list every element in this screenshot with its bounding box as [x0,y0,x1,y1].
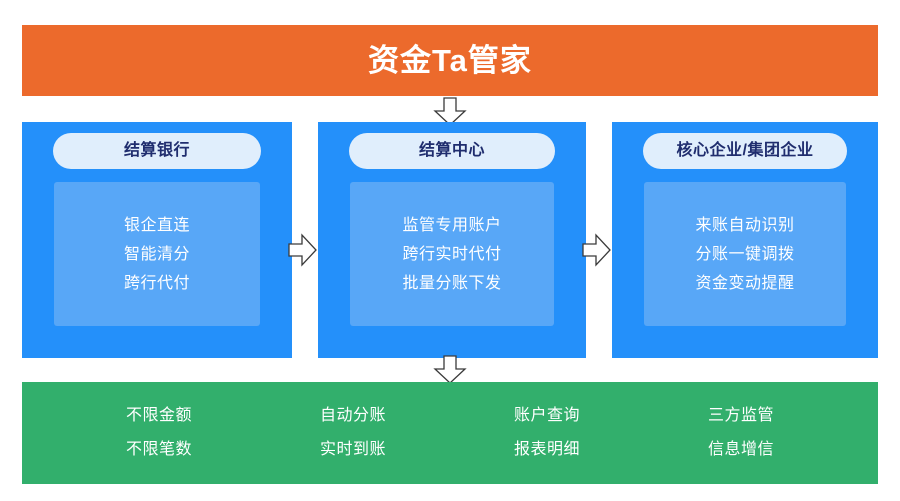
footer-item: 不限金额 [125,407,192,424]
pillar-body: 来账自动识别 分账一键调拨 资金变动提醒 [644,182,846,326]
pillar-settlement-bank: 结算银行 银企直连 智能清分 跨行代付 [22,122,292,358]
pillar-body: 银企直连 智能清分 跨行代付 [54,182,260,326]
title-bar: 资金Ta管家 [22,25,878,96]
pillar-core-enterprise: 核心企业/集团企业 来账自动识别 分账一键调拨 资金变动提醒 [612,122,878,358]
footer-item: 自动分账 [319,407,386,424]
footer-item: 不限笔数 [125,441,192,458]
footer-item: 报表明细 [513,441,580,458]
footer-column: 三方监管 信息增信 [644,399,838,467]
footer-column: 自动分账 实时到账 [256,399,450,467]
page-title: 资金Ta管家 [368,43,532,78]
footer-item: 账户查询 [513,407,580,424]
pillar-body: 监管专用账户 跨行实时代付 批量分账下发 [350,182,554,326]
footer-item: 三方监管 [707,407,774,424]
pillar-item: 分账一键调拨 [695,245,795,263]
pillar-item: 来账自动识别 [695,216,795,234]
pillar-header-badge: 核心企业/集团企业 [643,133,847,169]
pillar-title: 结算中心 [418,142,485,159]
arrow-right-icon [582,233,612,267]
pillar-header-badge: 结算银行 [53,133,261,169]
pillar-item: 监管专用账户 [402,216,502,234]
footer-item: 信息增信 [707,441,774,458]
pillar-header-badge: 结算中心 [349,133,555,169]
footer-column: 账户查询 报表明细 [450,399,644,467]
pillar-item: 批量分账下发 [402,274,502,292]
pillar-item: 跨行代付 [123,274,190,292]
pillar-item: 银企直连 [123,216,190,234]
pillar-title: 结算银行 [123,142,190,159]
pillar-settlement-center: 结算中心 监管专用账户 跨行实时代付 批量分账下发 [318,122,586,358]
benefits-footer: 不限金额 不限笔数 自动分账 实时到账 账户查询 报表明细 三方监管 信息增信 [22,382,878,484]
pillar-item: 智能清分 [123,245,190,263]
footer-column: 不限金额 不限笔数 [62,399,256,467]
pillar-title: 核心企业/集团企业 [676,142,814,159]
arrow-down-icon [433,97,467,127]
arrow-down-icon [433,355,467,385]
pillar-item: 跨行实时代付 [402,245,502,263]
footer-item: 实时到账 [319,441,386,458]
arrow-right-icon [288,233,318,267]
pillar-item: 资金变动提醒 [695,274,795,292]
